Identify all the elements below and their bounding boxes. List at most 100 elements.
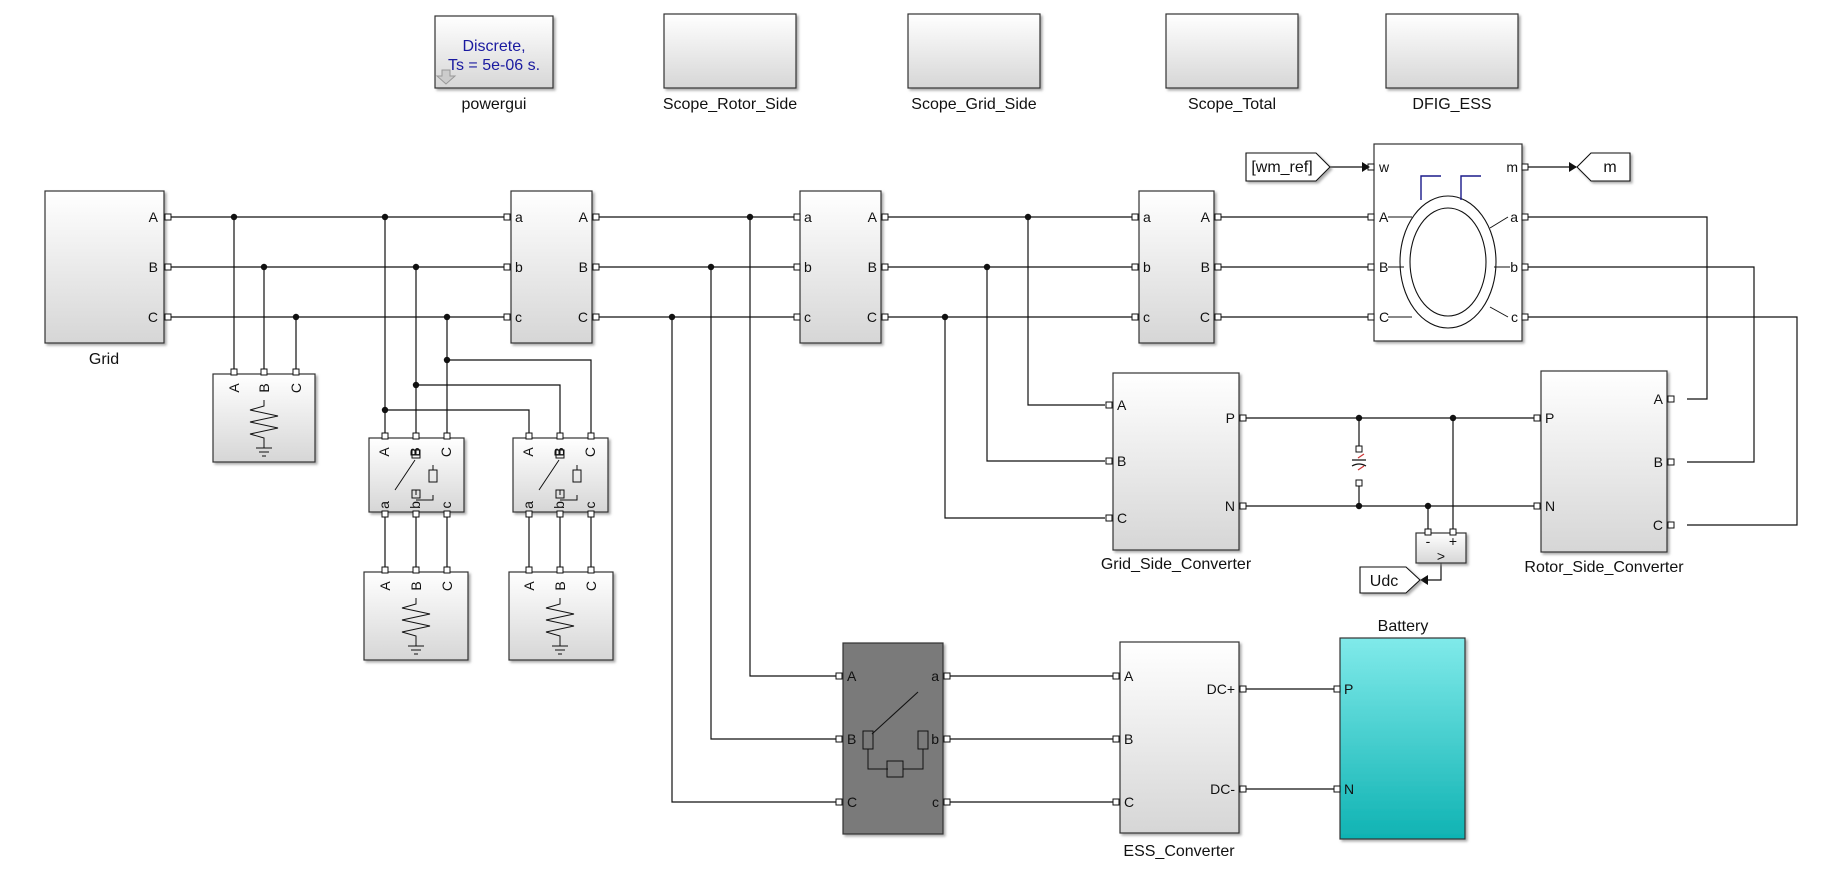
brk1-port-c-out: c	[438, 502, 454, 509]
load-block-3[interactable]: A B C	[508, 566, 614, 661]
brk3-port-c: C	[847, 794, 857, 810]
ess-label: ESS_Converter	[1123, 843, 1235, 860]
brk2-port-a-out: a	[520, 501, 536, 509]
brk2-port-c-out: c	[582, 502, 598, 509]
powergui-block[interactable]: Discrete, Ts = 5e-06 s.	[434, 15, 554, 89]
brk2-port-b-out: b	[551, 501, 567, 509]
rotor-side-converter-block[interactable]: P N A B C	[1533, 370, 1675, 553]
breaker-block-2[interactable]: A B C a b c	[512, 432, 609, 518]
udc-tag-text: Udc	[1370, 573, 1398, 590]
ess-port-a: A	[1124, 668, 1134, 684]
switch-icon	[538, 450, 578, 501]
wires	[170, 166, 1798, 803]
m1-port-a-out: A	[579, 209, 589, 225]
load2-port-a: A	[377, 581, 393, 591]
scope-grid-side[interactable]	[907, 13, 1041, 89]
brk3-port-a: A	[847, 668, 857, 684]
scope-rotor-side[interactable]	[663, 13, 797, 89]
brk1-port-b-out: b	[407, 501, 423, 509]
load1-port-c: C	[288, 383, 304, 393]
ground-icon	[256, 444, 272, 457]
dfig-port-c: C	[1379, 309, 1389, 325]
switch-icon	[394, 450, 434, 501]
measurement-block-2[interactable]: a b c A B C	[793, 190, 889, 344]
load3-port-a: A	[521, 581, 537, 591]
dfig-port-c-rotor: c	[1511, 309, 1518, 325]
load-block-1[interactable]: A B C	[212, 368, 316, 463]
scope-rotor-side-label: Scope_Rotor_Side	[663, 96, 797, 113]
scope-dfig-ess-label: DFIG_ESS	[1412, 96, 1491, 113]
powergui-line2: Ts = 5e-06 s.	[448, 57, 540, 74]
brk2-port-a: A	[520, 447, 536, 457]
gsc-label: Grid_Side_Converter	[1101, 556, 1252, 573]
ess-port-dcp: DC+	[1207, 681, 1235, 697]
m3-port-b-in: b	[1143, 259, 1151, 275]
grid-port-a: A	[149, 209, 159, 225]
junction-dots	[230, 213, 1457, 510]
brk2-port-b: B	[551, 447, 567, 456]
dfig-port-m: m	[1506, 159, 1518, 175]
dfig-port-a: A	[1379, 209, 1389, 225]
gsc-port-c: C	[1117, 510, 1127, 526]
measurement-block-3[interactable]: a b c A B C	[1131, 190, 1222, 344]
grid-block[interactable]: A B C	[44, 190, 172, 344]
resistor-icon	[545, 598, 575, 642]
voltage-measurement-block[interactable]: - + >	[1415, 528, 1467, 564]
m2-port-a-in: a	[804, 209, 812, 225]
load-block-2[interactable]: A B C	[363, 566, 469, 661]
gsc-port-a: A	[1117, 397, 1127, 413]
scope-grid-side-label: Scope_Grid_Side	[911, 96, 1037, 113]
battery-port-n: N	[1344, 781, 1354, 797]
m1-port-b-in: b	[515, 259, 523, 275]
rsc-port-a: A	[1654, 391, 1664, 407]
m3-port-a-in: a	[1143, 209, 1151, 225]
m2-port-b-in: b	[804, 259, 812, 275]
brk1-port-c: C	[438, 447, 454, 457]
m-tag-text: m	[1603, 159, 1616, 176]
ess-breaker-block[interactable]: A B C a b c	[835, 642, 951, 835]
ess-converter-block[interactable]: A B C DC+ DC-	[1112, 641, 1247, 834]
m3-port-a-out: A	[1201, 209, 1211, 225]
grid-port-c: C	[148, 309, 158, 325]
ground-icon	[552, 642, 568, 655]
induction-machine-icon	[1388, 175, 1510, 329]
grid-side-converter-block[interactable]: A B C P N	[1105, 372, 1247, 551]
goto-tag-m[interactable]: m	[1576, 152, 1631, 182]
brk3-port-a-out: a	[931, 668, 939, 684]
m2-port-c-in: c	[804, 309, 811, 325]
battery-label: Battery	[1378, 618, 1429, 635]
scope-total[interactable]	[1165, 13, 1299, 89]
load2-port-b: B	[408, 581, 424, 590]
grid-port-b: B	[149, 259, 158, 275]
vm-output: >	[1437, 548, 1445, 564]
capacitor-icon	[1351, 459, 1367, 467]
scope-dfig-ess[interactable]	[1385, 13, 1519, 89]
goto-tag-wm-ref[interactable]: [wm_ref]	[1245, 152, 1331, 182]
dfig-port-b: B	[1379, 259, 1388, 275]
rsc-port-p: P	[1545, 410, 1554, 426]
brk1-port-a-out: a	[376, 501, 392, 509]
vm-plus: +	[1449, 533, 1457, 549]
m1-port-c-out: C	[578, 309, 588, 325]
dfig-port-a-rotor: a	[1510, 209, 1518, 225]
load3-port-b: B	[552, 581, 568, 590]
rsc-port-c: C	[1653, 517, 1663, 533]
measurement-block-1[interactable]: a b c A B C	[503, 190, 600, 344]
battery-block[interactable]: P N	[1333, 637, 1466, 840]
brk2-port-c: C	[582, 447, 598, 457]
brk3-port-b-out: b	[931, 731, 939, 747]
rsc-port-n: N	[1545, 498, 1555, 514]
dc-capacitor-block[interactable]	[1351, 445, 1367, 487]
m3-port-c-in: c	[1143, 309, 1150, 325]
dfig-machine-block[interactable]: w A B C m a b c	[1367, 143, 1529, 342]
load1-port-b: B	[256, 383, 272, 392]
breaker-block-1[interactable]: A B C a b c	[368, 432, 465, 518]
resistor-icon	[249, 400, 279, 444]
m2-port-b-out: B	[868, 259, 877, 275]
gsc-port-n: N	[1225, 498, 1235, 514]
brk3-port-c-out: c	[932, 794, 939, 810]
brk3-port-b: B	[847, 731, 856, 747]
battery-port-p: P	[1344, 681, 1353, 697]
load1-port-a: A	[226, 383, 242, 393]
goto-tag-udc[interactable]: Udc	[1359, 566, 1421, 594]
